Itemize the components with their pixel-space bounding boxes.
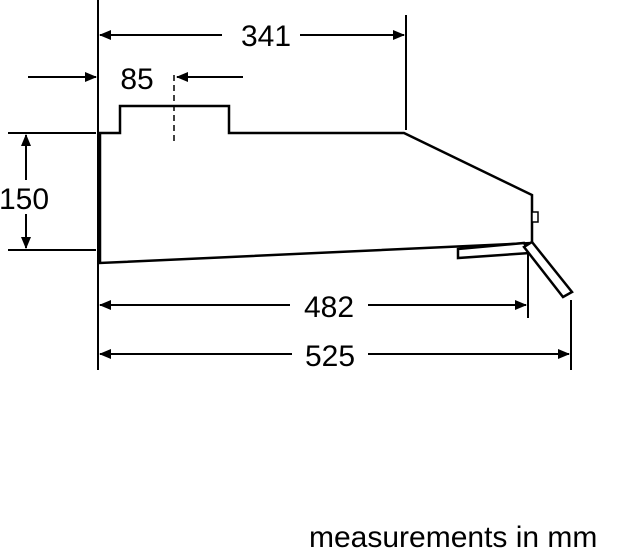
dim-482: 482 <box>99 291 527 324</box>
hood-body <box>98 75 574 299</box>
dim-341: 341 <box>99 20 405 53</box>
hood-profile <box>98 104 534 265</box>
dim-150-label: 150 <box>0 183 49 216</box>
dim-525: 525 <box>99 340 570 373</box>
dim-85-label: 85 <box>120 63 153 96</box>
units-caption: measurements in mm <box>309 521 597 550</box>
dim-482-label: 482 <box>304 291 354 324</box>
switch-knob <box>531 211 539 223</box>
visor-flap <box>522 240 574 299</box>
dim-85: 85 <box>28 63 243 96</box>
dim-341-label: 341 <box>241 20 291 53</box>
dim-525-label: 525 <box>305 340 355 373</box>
dim-150: 150 <box>0 134 49 249</box>
extension-lines <box>8 0 572 370</box>
